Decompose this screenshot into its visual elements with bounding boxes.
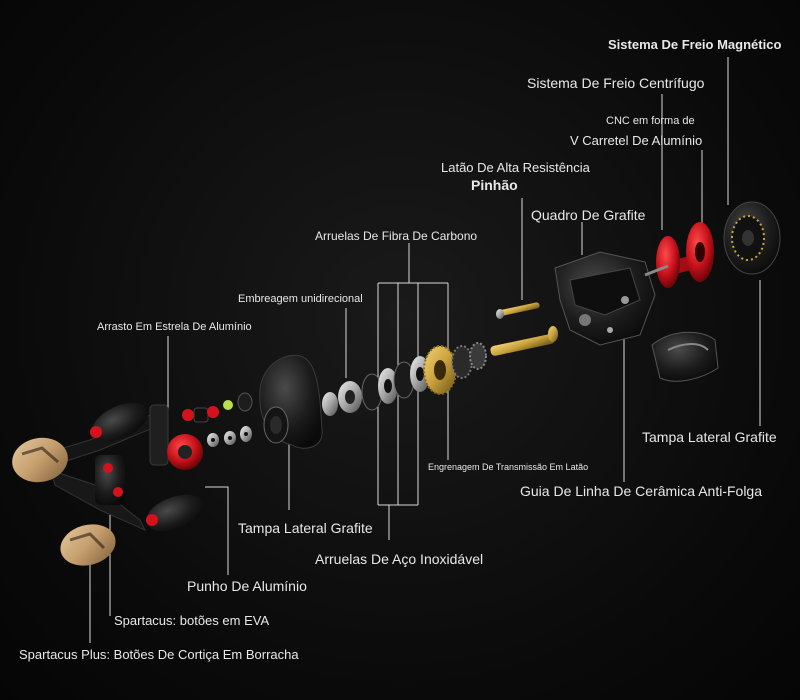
label-magnetic-brake: Sistema De Freio Magnético — [608, 37, 782, 52]
label-side-cover-right: Tampa Lateral Grafite — [642, 429, 777, 445]
label-carbon-washers: Arruelas De Fibra De Carbono — [315, 229, 478, 243]
clutch-bearing-part — [322, 381, 362, 416]
label-pinion: Pinhão — [471, 177, 518, 193]
graphite-frame-part — [554, 251, 656, 346]
label-one-way-clutch: Embreagem unidirecional — [238, 293, 363, 305]
washer-stack — [361, 356, 430, 411]
star-drag-part — [167, 407, 209, 470]
label-aluminum-handle: Punho De Alumínio — [187, 578, 307, 594]
brass-drive-gear-part — [423, 342, 487, 395]
label-spool-line2: V Carretel De Alumínio — [570, 133, 703, 148]
label-spartacus-plus: Spartacus Plus: Botões De Cortiça Em Bor… — [19, 647, 299, 662]
handle-assembly-upper — [12, 402, 169, 483]
right-side-cover-part — [723, 201, 781, 275]
pinion-part — [490, 302, 558, 356]
leader-lines — [89, 57, 761, 643]
label-centrifugal-brake: Sistema De Freio Centrífugo — [527, 75, 705, 91]
small-washers — [207, 392, 253, 447]
label-spartacus-eva: Spartacus: botões em EVA — [114, 613, 270, 628]
handle-assembly-lower — [49, 455, 204, 566]
label-spool-line1: CNC em forma de — [606, 115, 695, 127]
line-guide-part — [651, 331, 719, 382]
red-spool-part — [644, 222, 714, 288]
left-side-cover-part — [259, 354, 323, 449]
label-brass: Latão De Alta Resistência — [441, 160, 590, 175]
label-steel-washers: Arruelas De Aço Inoxidável — [315, 551, 484, 567]
label-drive-gear: Engrenagem De Transmissão Em Latão — [428, 462, 589, 472]
label-graphite-frame: Quadro De Grafite — [531, 207, 646, 223]
label-star-drag: Arrasto Em Estrela De Alumínio — [97, 321, 252, 333]
label-side-cover-left: Tampa Lateral Grafite — [238, 520, 373, 536]
label-ceramic-guide: Guia De Linha De Cerâmica Anti-Folga — [520, 483, 763, 499]
